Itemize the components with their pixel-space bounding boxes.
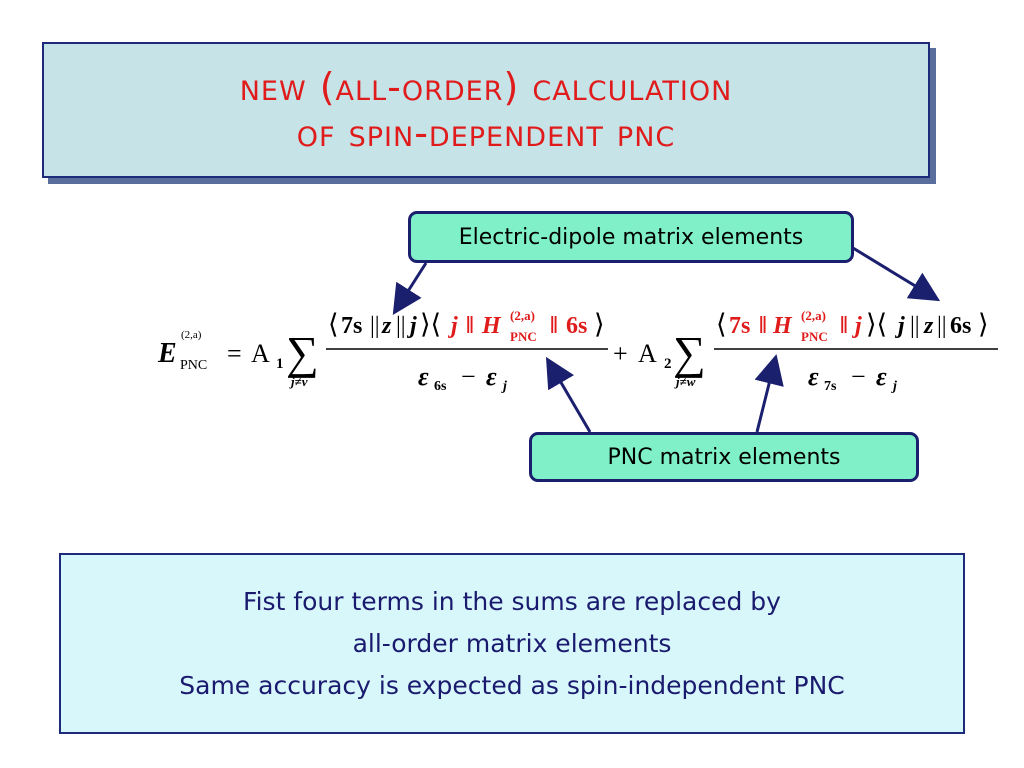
svg-text:(2,a): (2,a)	[801, 308, 826, 323]
note-line-2: all-order matrix elements	[352, 628, 672, 658]
lhs-superscript: (2,a)	[181, 329, 202, 341]
sum-2-limit: j≠w	[674, 374, 696, 389]
svg-text:‖: ‖	[550, 313, 558, 339]
svg-text:ε: ε	[808, 362, 819, 391]
svg-text:ε: ε	[876, 362, 887, 391]
svg-text:⟨: ⟨	[328, 309, 339, 339]
arrow-dipole-left	[392, 262, 428, 316]
arrow-dipole-right	[852, 246, 941, 302]
lhs-symbol: E	[157, 338, 177, 369]
svg-text:6s: 6s	[950, 313, 971, 339]
svg-text:j: j	[501, 379, 507, 394]
coef-2-index: 2	[664, 356, 672, 372]
svg-text:j: j	[406, 313, 417, 339]
svg-text:j: j	[894, 313, 905, 339]
svg-text:||: ||	[910, 313, 920, 339]
lhs-subscript: PNC	[180, 358, 207, 373]
svg-text:⟩: ⟩	[978, 309, 989, 339]
numerator-2: ⟨ 7s ‖ H (2,a) PNC ‖ j ⟩⟨ j || z || 6s ⟩	[716, 308, 989, 344]
dipole-callout: Electric-dipole matrix elements	[408, 211, 854, 263]
svg-text:6s: 6s	[434, 379, 447, 394]
note-box: Fist four terms in the sums are replaced…	[59, 553, 965, 734]
coef-2: A	[638, 339, 657, 368]
svg-text:−: −	[851, 362, 866, 391]
svg-text:PNC: PNC	[510, 329, 537, 344]
svg-text:H: H	[772, 313, 793, 339]
svg-text:H: H	[481, 313, 502, 339]
plus-sign: +	[613, 339, 628, 368]
arrow-pnc-left	[545, 356, 592, 433]
denominator-2: ε 7s − ε j	[808, 362, 897, 394]
equals-sign: =	[227, 339, 242, 368]
pnc-callout-label: PNC matrix elements	[607, 444, 841, 470]
dipole-callout-label: Electric-dipole matrix elements	[458, 224, 804, 250]
svg-text:⟩⟨: ⟩⟨	[420, 309, 441, 339]
svg-text:⟩: ⟩	[594, 309, 605, 339]
svg-text:||: ||	[937, 313, 947, 339]
svg-text:‖: ‖	[466, 313, 474, 339]
svg-text:⟩⟨: ⟩⟨	[866, 309, 887, 339]
svg-text:j: j	[851, 313, 862, 339]
svg-text:j: j	[447, 313, 458, 339]
svg-text:−: −	[461, 362, 476, 391]
numerator-1: ⟨ 7s || z || j ⟩⟨ j ‖ H (2,a) PNC ‖ 6s ⟩	[328, 308, 605, 344]
title-box: New (All-order) calculation of spin-depe…	[42, 42, 930, 178]
svg-text:6s: 6s	[566, 313, 587, 339]
svg-text:||: ||	[370, 313, 380, 339]
svg-text:ε: ε	[418, 362, 429, 391]
note-line-3: Same accuracy is expected as spin-indepe…	[179, 670, 845, 700]
svg-text:⟨: ⟨	[716, 309, 727, 339]
svg-text:PNC: PNC	[801, 329, 828, 344]
svg-text:‖: ‖	[759, 313, 767, 339]
svg-text:z: z	[923, 313, 934, 339]
svg-text:(2,a): (2,a)	[510, 308, 535, 323]
coef-1: A	[251, 339, 270, 368]
svg-text:||: ||	[396, 313, 406, 339]
svg-text:j: j	[891, 379, 897, 394]
pnc-callout: PNC matrix elements	[529, 432, 919, 482]
sum-symbol-2: ∑	[673, 327, 706, 378]
note-line-1: Fist four terms in the sums are replaced…	[243, 586, 781, 616]
svg-text:ε: ε	[486, 362, 497, 391]
coef-1-index: 1	[276, 356, 284, 372]
svg-text:7s: 7s	[341, 313, 362, 339]
svg-text:7s: 7s	[824, 379, 837, 394]
title-line-1: New (All-order) calculation	[239, 65, 733, 109]
svg-text:‖: ‖	[840, 313, 848, 339]
title-line-2: of spin-dependent PNC	[296, 111, 676, 155]
svg-text:z: z	[381, 313, 392, 339]
sum-1-limit: j≠v	[289, 374, 308, 389]
denominator-1: ε 6s − ε j	[418, 362, 507, 394]
sum-symbol-1: ∑	[286, 327, 319, 378]
svg-text:7s: 7s	[729, 313, 750, 339]
arrow-pnc-right	[754, 354, 784, 433]
